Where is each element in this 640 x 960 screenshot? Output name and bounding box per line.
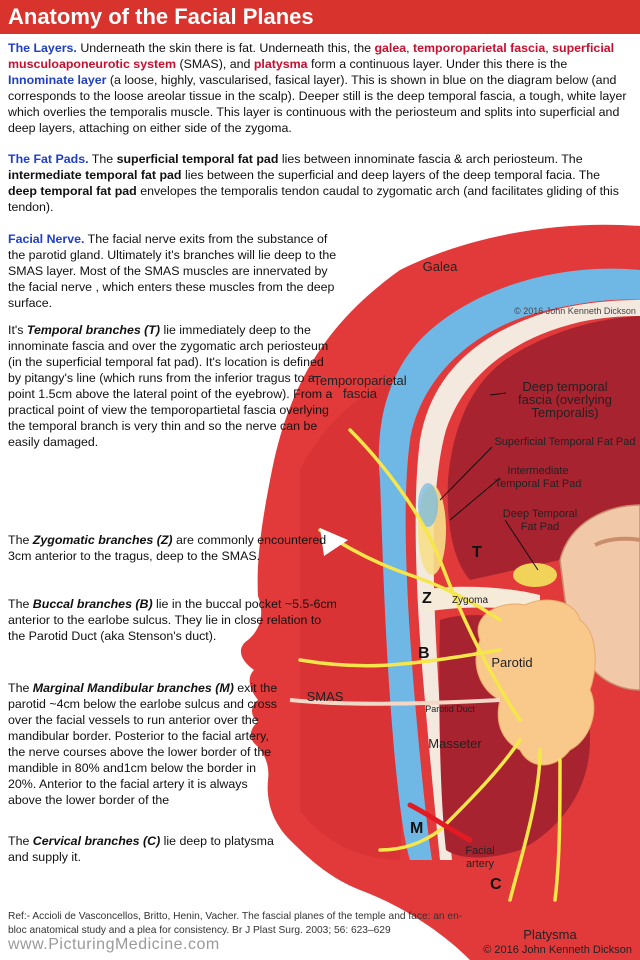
itfp-term: intermediate temporal fat pad — [8, 168, 182, 182]
label-deep-temporal: Deep temporal fascia (overlying Temporal… — [518, 379, 612, 420]
buccal-pre: The — [8, 597, 33, 611]
temporalis-muscle — [447, 316, 640, 580]
temporal-pre: It's — [8, 323, 27, 337]
label-watermark: © 2016 John Kenneth Dickson — [514, 306, 636, 316]
parotid-duct — [289, 698, 501, 706]
smas-term: superficial musculoaponeurotic system — [8, 41, 615, 71]
fatpads-text: lies between innominate fascia & arch pe… — [278, 152, 583, 166]
label-platysma: Platysma — [523, 927, 577, 942]
eye — [320, 528, 348, 556]
letter-t: T — [472, 544, 482, 561]
label-temporoparietal: Temporoparietal fascia — [313, 373, 407, 401]
letter-z: Z — [422, 590, 432, 607]
layers-text: (SMAS), and — [176, 57, 254, 71]
label-galea: Galea — [422, 259, 458, 274]
layers-text: , — [545, 41, 553, 55]
fatpads-text: lies between the superficial and deep la… — [181, 168, 601, 182]
layers-text: form a continuous layer. Under this ther… — [307, 57, 568, 71]
copyright: © 2016 John Kenneth Dickson — [483, 944, 632, 956]
cervical-name: Cervical branches (C) — [32, 834, 161, 848]
deep-fat-pad — [513, 563, 557, 587]
label-zygoma: Zygoma — [451, 595, 489, 606]
header-bar: Anatomy of the Facial Planes — [0, 0, 640, 34]
buccal-text: lie in the buccal pocket ~5.5-6cm anteri… — [8, 597, 337, 643]
nerve-paragraph: Facial Nerve. The facial nerve exits fro… — [8, 231, 338, 311]
layers-text: , — [406, 41, 414, 55]
cervical-pre: The — [8, 834, 33, 848]
reference-citation: Ref:- Accioli de Vasconcellos, Britto, H… — [8, 911, 463, 936]
dtfp-term: deep temporal fat pad — [8, 184, 137, 198]
innominate-term: Innominate layer — [8, 73, 107, 87]
fatpads-heading: The Fat Pads. — [8, 152, 89, 166]
nerve-heading: Facial Nerve. — [8, 232, 85, 246]
facial-artery — [407, 802, 473, 843]
galea-term: galea — [374, 41, 407, 55]
platysma-term: platysma — [253, 57, 308, 71]
cervical-paragraph: The Cervical branches (C) lie deep to pl… — [8, 833, 278, 865]
letter-b: B — [418, 645, 430, 662]
temporal-text: lie immediately deep to the innominate f… — [8, 323, 333, 449]
site-url: www.PicturingMedicine.com — [8, 936, 220, 953]
layers-text: (a loose, highly, vascularised, fasical … — [8, 73, 627, 135]
fatpads-text: envelopes the temporalis tendon caudal t… — [8, 184, 619, 214]
letter-c: C — [490, 876, 502, 893]
nerve-text: The facial nerve exits from the substanc… — [8, 232, 337, 310]
marginal-paragraph: The Marginal Mandibular branches (M) exi… — [8, 680, 278, 808]
page-title: Anatomy of the Facial Planes — [8, 4, 314, 29]
zygomatic-text: are commonly encountered 3cm anterior to… — [8, 533, 327, 563]
buccal-name: Buccal branches (B) — [32, 597, 153, 611]
label-masseter: Masseter — [428, 736, 482, 751]
zygomatic-paragraph: The Zygomatic branches (Z) are commonly … — [8, 532, 338, 564]
label-parotid-duct: Parotid Duct — [425, 704, 475, 714]
marginal-name: Marginal Mandibular branches (M) — [32, 681, 234, 695]
fatpads-paragraph: The Fat Pads. The superficial temporal f… — [8, 151, 632, 215]
label-smas: SMAS — [306, 689, 344, 704]
deep-fascia-layer — [415, 300, 640, 860]
parotid-gland — [475, 599, 596, 766]
label-deep-fat-pad: Deep Temporal Fat Pad — [502, 508, 578, 533]
zygomatic-pre: The — [8, 533, 33, 547]
cervical-text: lie deep to platysma and supply it. — [8, 834, 274, 864]
superficial-fat-pad-blue — [418, 483, 438, 527]
zygomatic-name: Zygomatic branches (Z) — [32, 533, 173, 547]
layers-text: Underneath the skin there is fat. Undern… — [76, 41, 375, 55]
stfp-term: superficial temporal fat pad — [116, 152, 279, 166]
label-facial-artery: Facial artery — [465, 845, 495, 870]
marginal-pre: The — [8, 681, 33, 695]
tpf-term: temporoparietal fascia — [413, 41, 546, 55]
facial-nerve — [298, 428, 562, 902]
buccal-paragraph: The Buccal branches (B) lie in the bucca… — [8, 596, 338, 644]
layers-paragraph: The Layers. Underneath the skin there is… — [8, 40, 632, 136]
label-parotid: Parotid — [491, 655, 533, 670]
temporal-name: Temporal branches (T) — [26, 323, 160, 337]
layers-heading: The Layers. — [8, 41, 77, 55]
letter-m: M — [410, 820, 424, 837]
innominate-layer — [378, 268, 640, 860]
marginal-text: exit the parotid ~4cm below the earlobe … — [8, 681, 278, 807]
label-superficial-fat-pad: Superficial Temporal Fat Pad — [494, 436, 636, 448]
temporal-paragraph: It's Temporal branches (T) lie immediate… — [8, 322, 338, 450]
fatpads-text: The — [88, 152, 117, 166]
label-intermediate-fat-pad: Intermediate Temporal Fat Pad — [494, 465, 582, 490]
